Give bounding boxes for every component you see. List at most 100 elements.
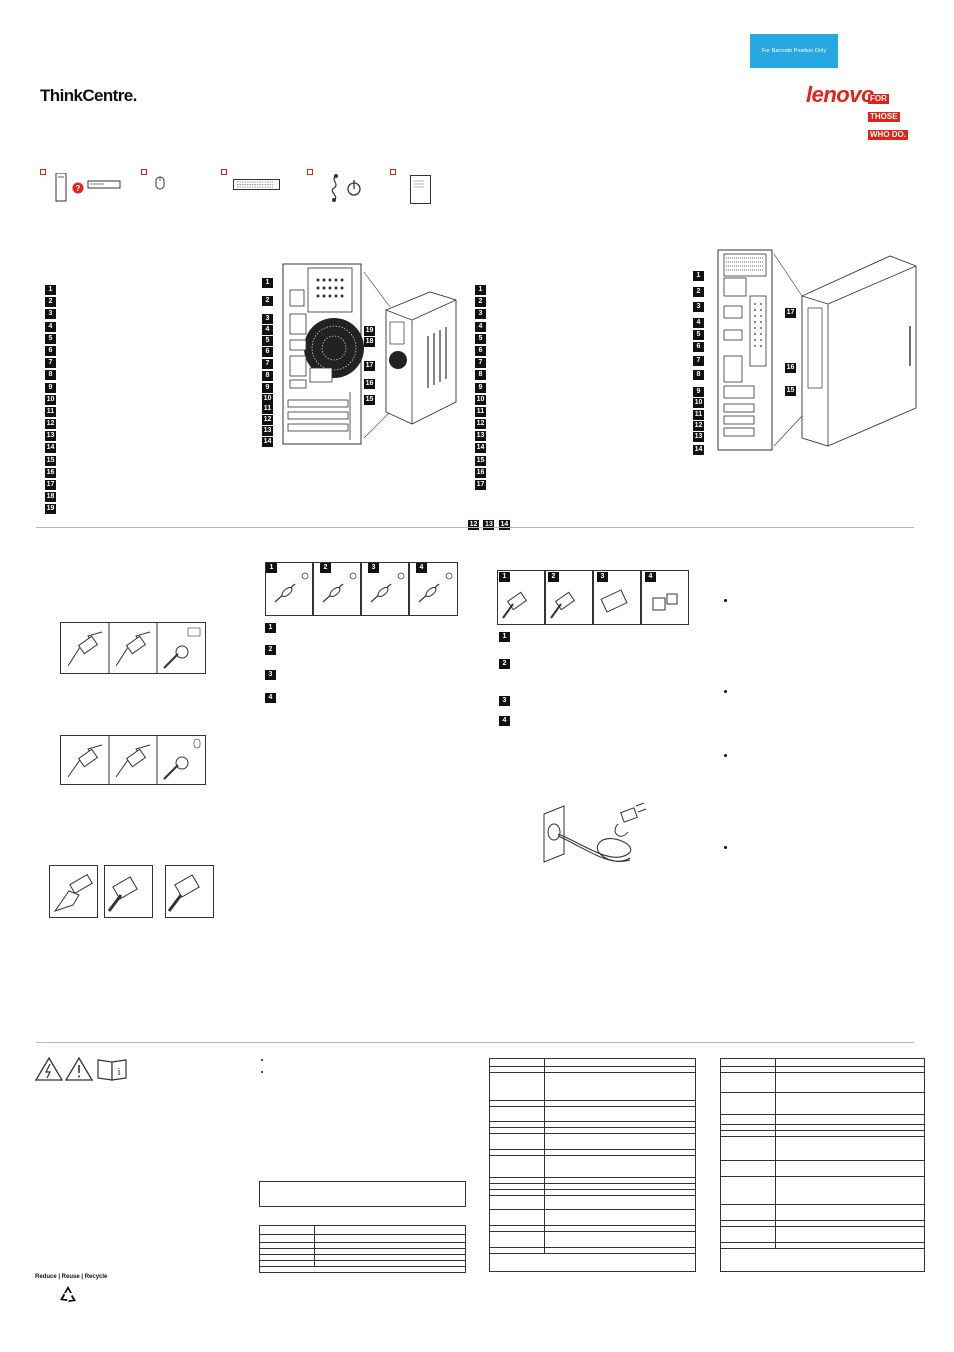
callout-badge: 19: [364, 326, 375, 336]
callout-badge: 1: [266, 563, 277, 573]
callout-badge: 8: [693, 370, 704, 380]
callout-badge: 3: [45, 309, 56, 320]
tower-callout-list: 1 2 3 4 5 6 7 8 9 10 11 12 13 14 15 16 1…: [45, 278, 56, 515]
mouse-icon: [155, 176, 165, 190]
checkbox-mouse: [141, 169, 147, 175]
lenovo-tagline: FOR THOSE WHO DO.: [868, 94, 908, 140]
callout-badge: 11: [475, 406, 486, 417]
callout-badge: 14: [45, 443, 56, 454]
callout-badge: 1: [265, 623, 276, 633]
tower-rear-illustration: [282, 263, 457, 445]
small-spec-table: [259, 1225, 466, 1273]
callout-badge: 4: [475, 321, 486, 332]
checkbox-power-cord: [307, 169, 313, 175]
callout-badge: 7: [262, 359, 273, 369]
monitor-connector-panels: [49, 865, 214, 918]
power-cord-icon: [331, 174, 361, 202]
callout-badge: 2: [320, 563, 331, 573]
callout-badge: 13: [45, 431, 56, 442]
callout-badge: 12: [693, 421, 704, 431]
callout-badge: 1: [499, 632, 510, 642]
keyboard-icon: [233, 179, 280, 190]
callout-badge: 16: [45, 467, 56, 478]
callout-badge: 5: [45, 333, 56, 344]
callout-badge: 4: [265, 693, 276, 703]
callout-badge: 1: [475, 285, 486, 295]
callout-badge: 12: [262, 415, 273, 425]
callout-badge: 14: [262, 437, 273, 447]
computer-illustration: [55, 173, 121, 202]
callout-badge: 9: [262, 383, 273, 393]
callout-badge: 4: [645, 572, 656, 582]
section-divider: [36, 1042, 914, 1043]
callout-badge: 15: [785, 386, 796, 396]
manual-icon: i: [97, 1059, 127, 1081]
callout-badge: 4: [262, 325, 273, 335]
callout-badge: 18: [364, 337, 375, 347]
callout-badge: 4: [693, 318, 704, 328]
callout-badge: 12: [45, 419, 56, 430]
device-connector-panels: [497, 570, 689, 625]
callout-badge: 2: [262, 296, 273, 306]
callout-group: 12 13 14: [468, 513, 510, 531]
bullet: [724, 599, 727, 602]
callout-badge: 1: [45, 285, 56, 295]
bullet: [724, 846, 727, 849]
sff-rear-illustration: [717, 249, 917, 451]
callout-badge: 14: [475, 443, 486, 454]
callout-badge: 3: [499, 696, 510, 706]
callout-badge: 2: [45, 297, 56, 308]
thinkcentre-brand: ThinkCentre.: [40, 86, 137, 105]
sff-callout-list: 1 2 3 4 5 6 7 8 9 10 11 12 13 14 15 16 1…: [475, 278, 486, 490]
callout-badge: 11: [45, 406, 56, 417]
callout-badge: 3: [475, 309, 486, 320]
callout-badge: 4: [45, 321, 56, 332]
callout-badge: 15: [475, 455, 486, 466]
callout-badge: 16: [364, 379, 375, 389]
recycle-slogan: Reduce | Reuse | Recycle: [35, 1274, 108, 1280]
callout-badge: 5: [693, 330, 704, 340]
callout-badge: 12: [475, 419, 486, 430]
svg-text:i: i: [117, 1066, 120, 1078]
audio-connector-panels: [265, 562, 458, 616]
bullet: [724, 690, 727, 693]
callout-badge: 15: [364, 395, 375, 405]
callout-badge: 3: [265, 670, 276, 680]
callout-badge: 17: [45, 480, 56, 490]
section-divider: [36, 527, 914, 528]
callout-badge: 4: [416, 563, 427, 573]
callout-badge: 15: [45, 455, 56, 466]
checkbox-documentation: [390, 169, 396, 175]
callout-badge: 9: [693, 387, 704, 397]
callout-badge: 10: [693, 398, 704, 408]
callout-badge: 7: [45, 358, 56, 369]
callout-badge: 3: [262, 314, 273, 324]
callout-badge: 5: [475, 333, 486, 344]
callout-badge: 18: [45, 492, 56, 503]
mouse-connector-panel: [60, 735, 206, 785]
callout-badge: 3: [368, 563, 379, 573]
keyboard-connector-panel: [60, 622, 206, 674]
callout-badge: 6: [262, 347, 273, 357]
spec-table-left: [489, 1058, 696, 1272]
checkbox-computer: [40, 169, 46, 175]
callout-badge: 11: [693, 410, 704, 420]
callout-badge: 11: [262, 404, 273, 414]
document-icon: [410, 175, 431, 204]
callout-badge: 1: [499, 572, 510, 582]
callout-badge: 8: [262, 371, 273, 381]
bullet: [261, 1071, 263, 1073]
callout-badge: 16: [475, 467, 486, 478]
bullet: [261, 1059, 263, 1061]
callout-badge: 6: [45, 345, 56, 356]
callout-badge: 13: [262, 426, 273, 436]
callout-badge: 3: [693, 302, 704, 312]
callout-badge: 13: [693, 432, 704, 442]
callout-badge: 8: [45, 370, 56, 381]
svg-text:?: ?: [76, 184, 81, 193]
lenovo-logo: lenovo: [806, 82, 874, 107]
callout-badge: 17: [785, 308, 796, 318]
callout-badge: 10: [262, 394, 273, 404]
question-icon: ?: [72, 182, 84, 194]
callout-badge: 19: [45, 504, 56, 515]
